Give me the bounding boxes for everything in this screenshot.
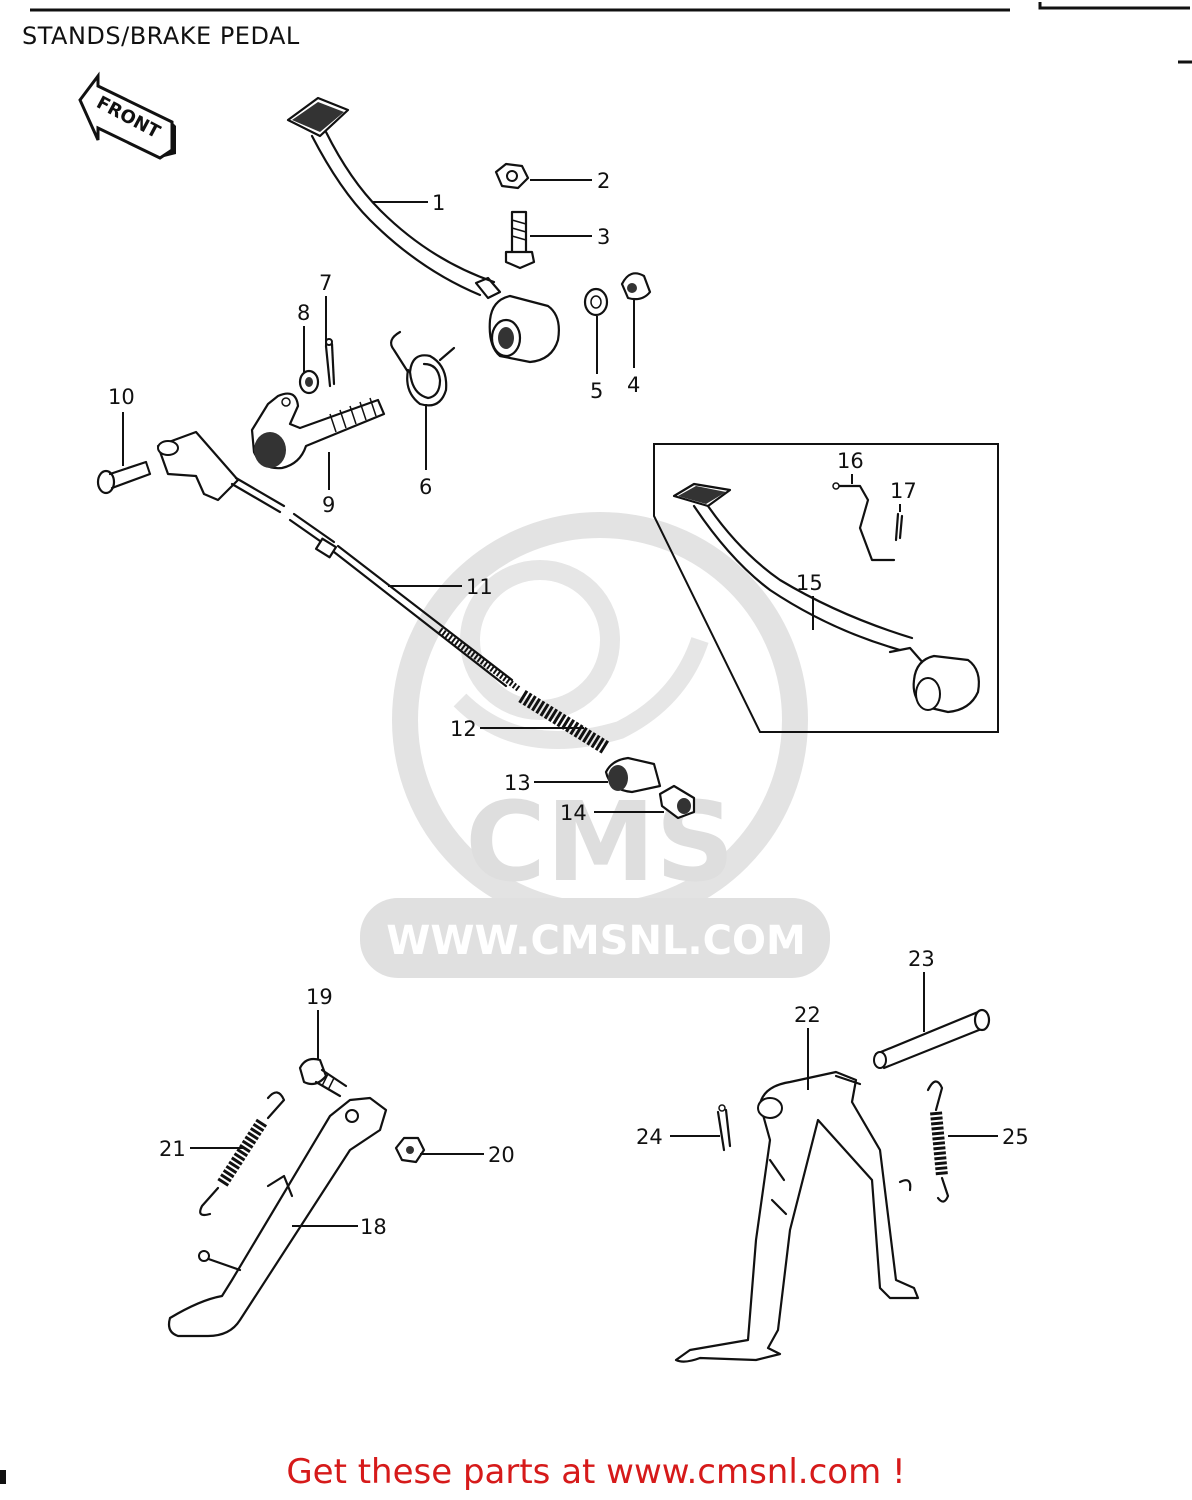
variant-box (653, 443, 999, 733)
callout-15: 15 (796, 571, 823, 595)
callout-11: 11 (466, 575, 493, 599)
cotter-pin-part (324, 338, 336, 388)
callout-7: 7 (319, 271, 332, 295)
stand-nut-part (394, 1136, 426, 1164)
brake-rod-part (156, 430, 522, 693)
brake-pedal-part (286, 96, 560, 364)
cmsnl-watermark: CMS WWW.CMSNL.COM (360, 512, 830, 978)
return-spring-part (518, 690, 610, 754)
pedal-rod-part (832, 482, 896, 562)
callout-14: 14 (560, 801, 587, 825)
callout-19: 19 (306, 985, 333, 1009)
callout-labels: 1 2 3 4 5 6 7 8 9 10 11 12 13 14 15 16 1… (108, 169, 1029, 1239)
cotter-clip-part (716, 1104, 732, 1152)
washer-part (583, 287, 609, 317)
callout-25: 25 (1002, 1125, 1029, 1149)
brake-pedal-variant-part (672, 482, 980, 714)
callout-10: 10 (108, 385, 135, 409)
clevis-pin-part (96, 460, 152, 495)
top-border (30, 2, 1192, 64)
pivot-bolt-part (298, 1057, 348, 1098)
adjuster-part (604, 756, 662, 794)
callout-12: 12 (450, 717, 477, 741)
center-stand-part (674, 1070, 920, 1363)
small-washer-part (298, 369, 320, 395)
side-stand-part (167, 1096, 388, 1338)
side-stand-spring-part (199, 1091, 286, 1217)
center-stand-spring-part (926, 1080, 950, 1203)
adjust-nut-part (658, 784, 696, 820)
callout-8: 8 (297, 301, 310, 325)
callout-5: 5 (590, 379, 603, 403)
callout-24: 24 (636, 1125, 663, 1149)
small-pin-part (894, 512, 904, 542)
page-title: STANDS/BRAKE PEDAL (22, 22, 300, 50)
callout-22: 22 (794, 1003, 821, 1027)
callout-2: 2 (597, 169, 610, 193)
leader-lines (122, 179, 998, 1227)
footer-promo-text: Get these parts at www.cmsnl.com ! (286, 1452, 906, 1492)
callout-9: 9 (322, 493, 335, 517)
callout-13: 13 (504, 771, 531, 795)
corner-mark (0, 1470, 6, 1484)
center-stand-pin-part (873, 1008, 991, 1070)
callout-18: 18 (360, 1215, 387, 1239)
bolt-part (504, 210, 536, 270)
cap-nut-part (620, 272, 652, 301)
callout-20: 20 (488, 1143, 515, 1167)
torsion-spring-part (390, 330, 456, 407)
front-arrow-icon: FRONT (78, 71, 176, 160)
shaft-lever-part (250, 392, 386, 470)
callout-6: 6 (419, 475, 432, 499)
callout-23: 23 (908, 947, 935, 971)
callout-21: 21 (159, 1137, 186, 1161)
nut-part (494, 162, 530, 190)
callout-3: 3 (597, 225, 610, 249)
callout-17: 17 (890, 479, 917, 503)
watermark-url-text: WWW.CMSNL.COM (386, 918, 806, 964)
callout-1: 1 (432, 191, 445, 215)
callout-4: 4 (627, 373, 640, 397)
callout-16: 16 (837, 449, 864, 473)
